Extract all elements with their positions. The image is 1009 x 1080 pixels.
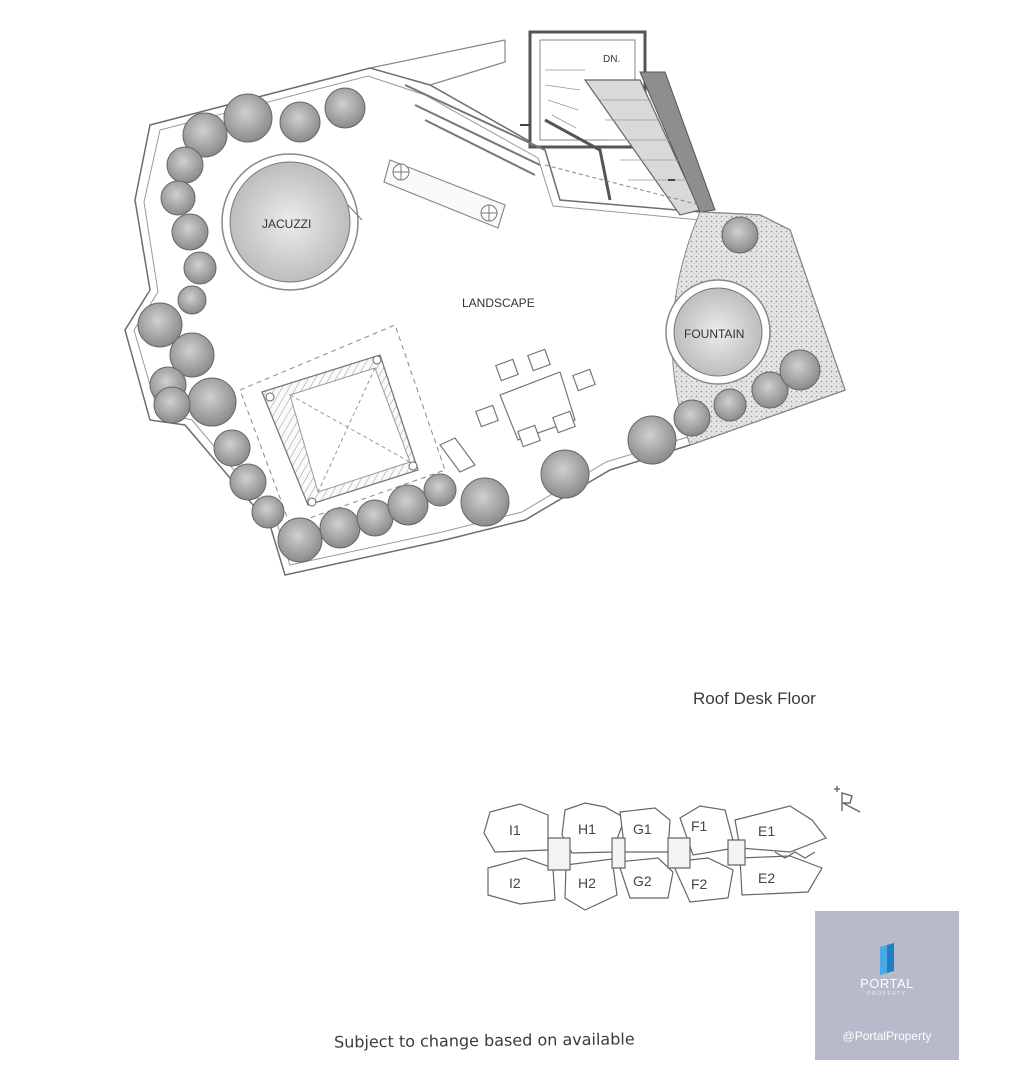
unit-G1: G1 (633, 821, 652, 837)
watermark-sub: PROPERTY (867, 991, 907, 997)
unit-H2: H2 (578, 875, 596, 891)
unit-I2: I2 (509, 875, 521, 891)
unit-I1: I1 (509, 822, 521, 838)
stair-down-label: DN. (603, 54, 620, 65)
dining-set (439, 348, 596, 473)
parapet-wall (404, 84, 546, 176)
unit-F2: F2 (691, 876, 708, 892)
top-edge-lines (369, 39, 506, 86)
watermark-brand: PORTAL (860, 976, 914, 991)
unit-G2: G2 (633, 873, 652, 889)
watermark-badge: PORTAL PROPERTY @PortalProperty (815, 911, 959, 1060)
unit-E2: E2 (758, 870, 775, 886)
unit-F1: F1 (691, 818, 708, 834)
jacuzzi: JACUZZI (221, 153, 363, 291)
trees (137, 87, 821, 563)
roof-boundary-inner (133, 75, 836, 566)
stair-core: DN. (520, 30, 716, 216)
fountain-label: FOUNTAIN (684, 327, 744, 341)
pavilion (239, 324, 446, 526)
landscape-label: LANDSCAPE (462, 296, 535, 310)
unit-E1: E1 (758, 823, 775, 839)
key-plan: I1 H1 G1 F1 E1 I2 H2 G2 F2 E2 (483, 802, 827, 911)
pergola-beam (383, 159, 506, 229)
floor-caption: Roof Desk Floor (693, 689, 816, 708)
jacuzzi-label: JACUZZI (262, 217, 311, 231)
unit-H1: H1 (578, 821, 596, 837)
north-arrow-icon (834, 786, 861, 813)
disclaimer-text: Subject to change based on available (333, 1029, 635, 1052)
watermark-handle: @PortalProperty (842, 1029, 932, 1043)
portal-logo-icon (880, 943, 894, 975)
